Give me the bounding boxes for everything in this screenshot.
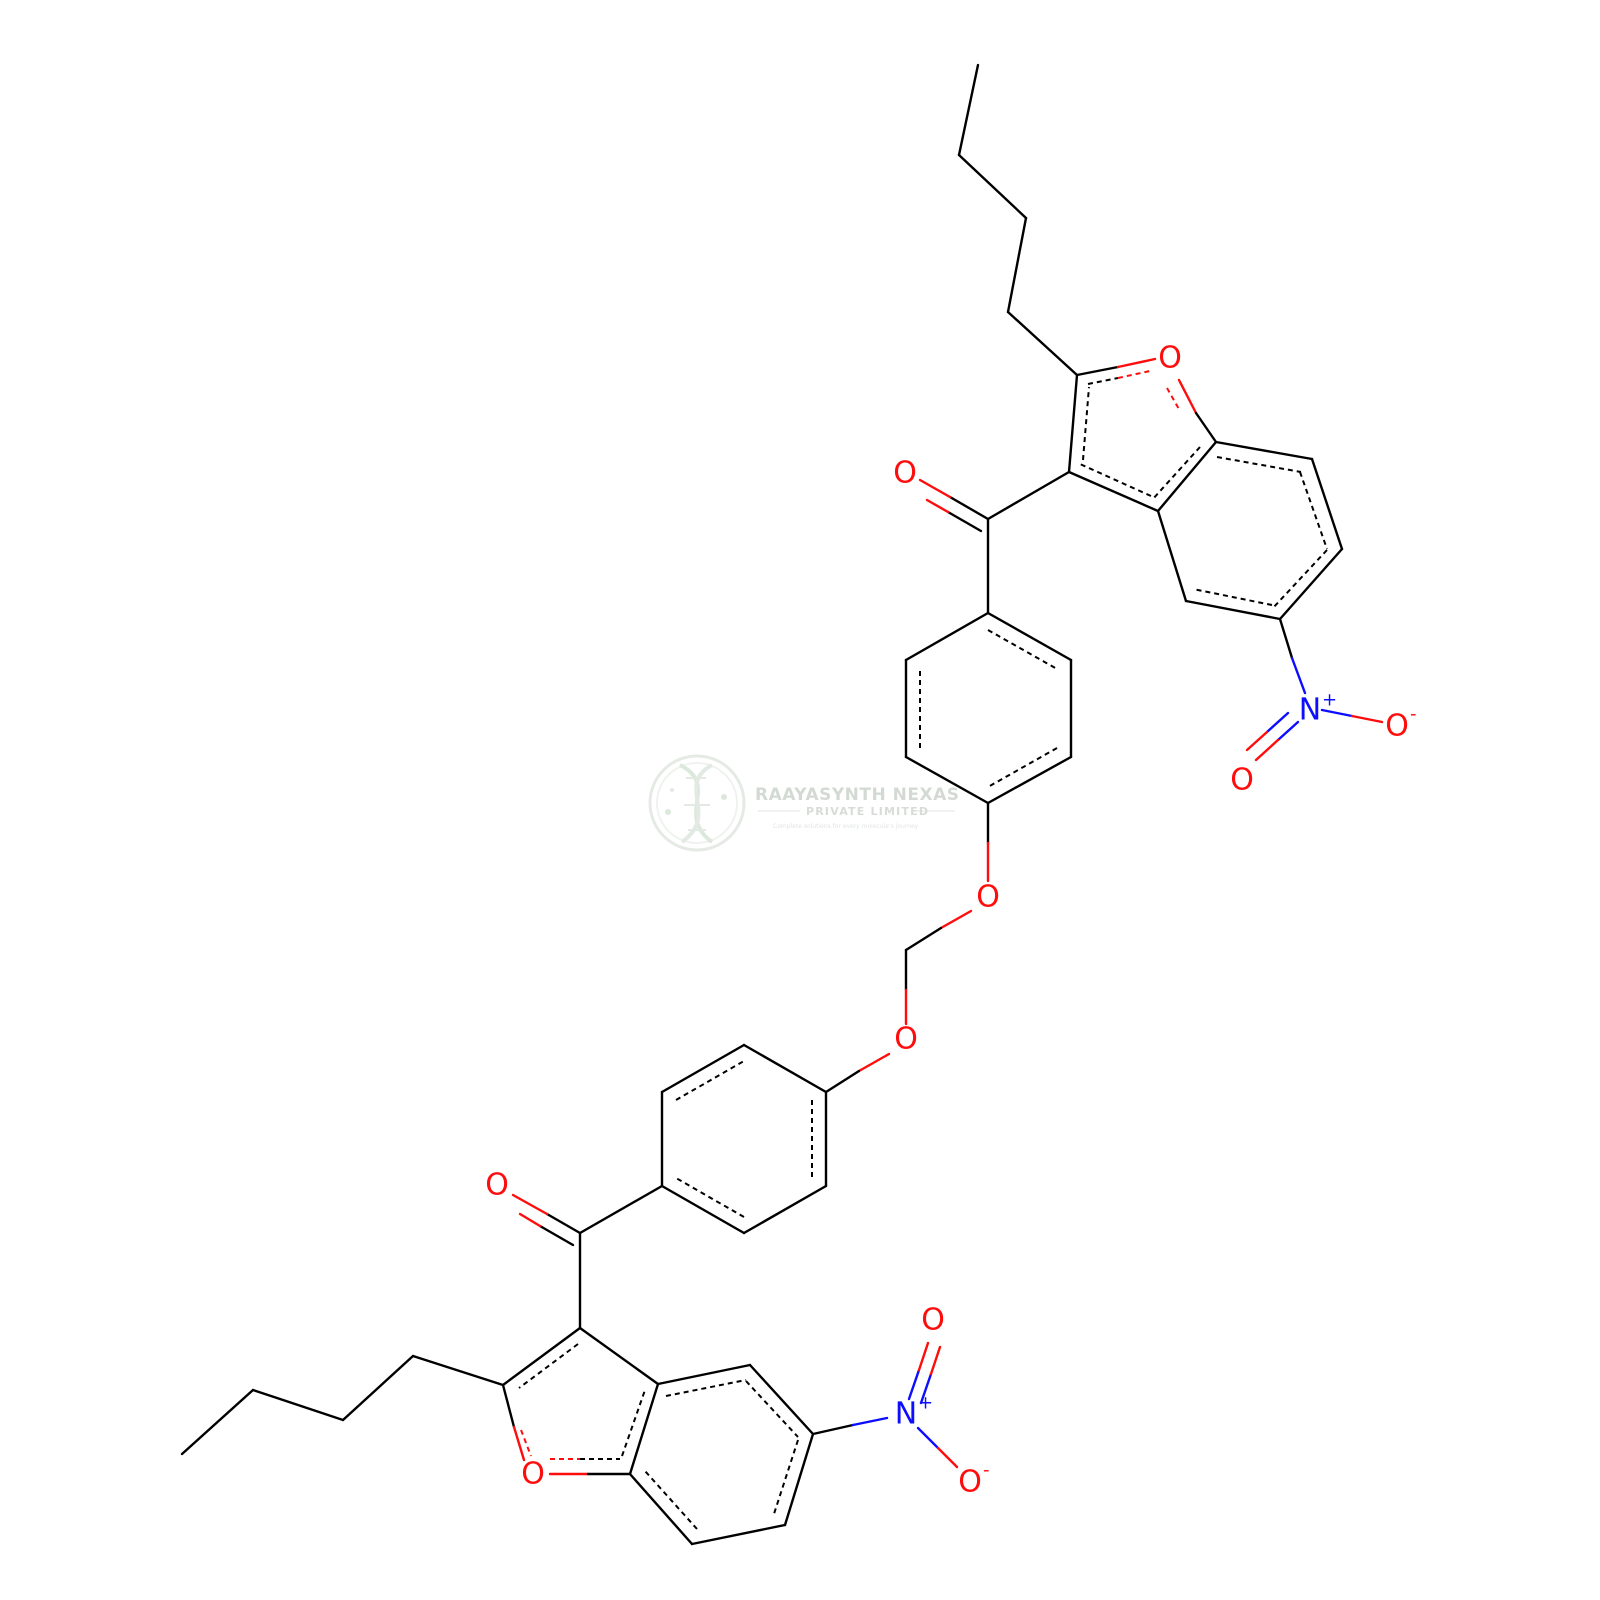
atom-n-nitro-bottom: N <box>895 1397 917 1432</box>
top-butyl-chain <box>957 63 1079 377</box>
bottom-benzofuran <box>501 1326 815 1546</box>
bottom-nitro-group <box>811 1341 959 1469</box>
atom-o-carbonyl-top: O <box>893 456 917 491</box>
top-phenyl-ring <box>904 611 1073 805</box>
dna-helix-icon <box>648 754 746 852</box>
atom-n-nitro-top: N <box>1299 693 1321 728</box>
atom-o-ether-upper: O <box>976 880 1000 915</box>
bottom-phenyl-ring <box>660 1043 828 1235</box>
atom-o-furan-bottom: O <box>521 1457 545 1492</box>
atom-o-carbonyl-bottom: O <box>485 1168 509 1203</box>
methylene-diether-bridge <box>824 801 990 1094</box>
top-carbonyl <box>918 470 1071 615</box>
watermark-company-type: PRIVATE LIMITED <box>806 805 929 818</box>
atom-o-nitro-top-double: O <box>1230 763 1254 798</box>
charge-minus-nitro-top: - <box>1410 704 1417 725</box>
atom-labels: O O N + O - O O O O O N + O - O <box>485 341 1416 1500</box>
watermark-tagline: Complete solutions for every molecule's … <box>773 823 919 830</box>
top-benzofuran <box>1067 357 1344 621</box>
atom-o-furan-top: O <box>1158 341 1182 376</box>
charge-plus-nitro-bottom: + <box>918 1393 933 1414</box>
top-nitro-group <box>1245 617 1384 762</box>
atom-o-nitro-bottom-double: O <box>921 1303 945 1338</box>
watermark-company-name: RAAYASYNTH NEXAS <box>755 785 960 805</box>
bottom-butyl-chain <box>180 1354 505 1456</box>
atom-o-ether-lower: O <box>894 1022 918 1057</box>
watermark: RAAYASYNTH NEXAS PRIVATE LIMITED Complet… <box>648 754 960 852</box>
atom-o-nitro-bottom-minus: O <box>958 1465 982 1500</box>
charge-minus-nitro-bottom: - <box>983 1460 990 1481</box>
atom-o-nitro-top-minus: O <box>1385 709 1409 744</box>
bottom-carbonyl <box>511 1184 664 1330</box>
charge-plus-nitro-top: + <box>1322 690 1337 711</box>
